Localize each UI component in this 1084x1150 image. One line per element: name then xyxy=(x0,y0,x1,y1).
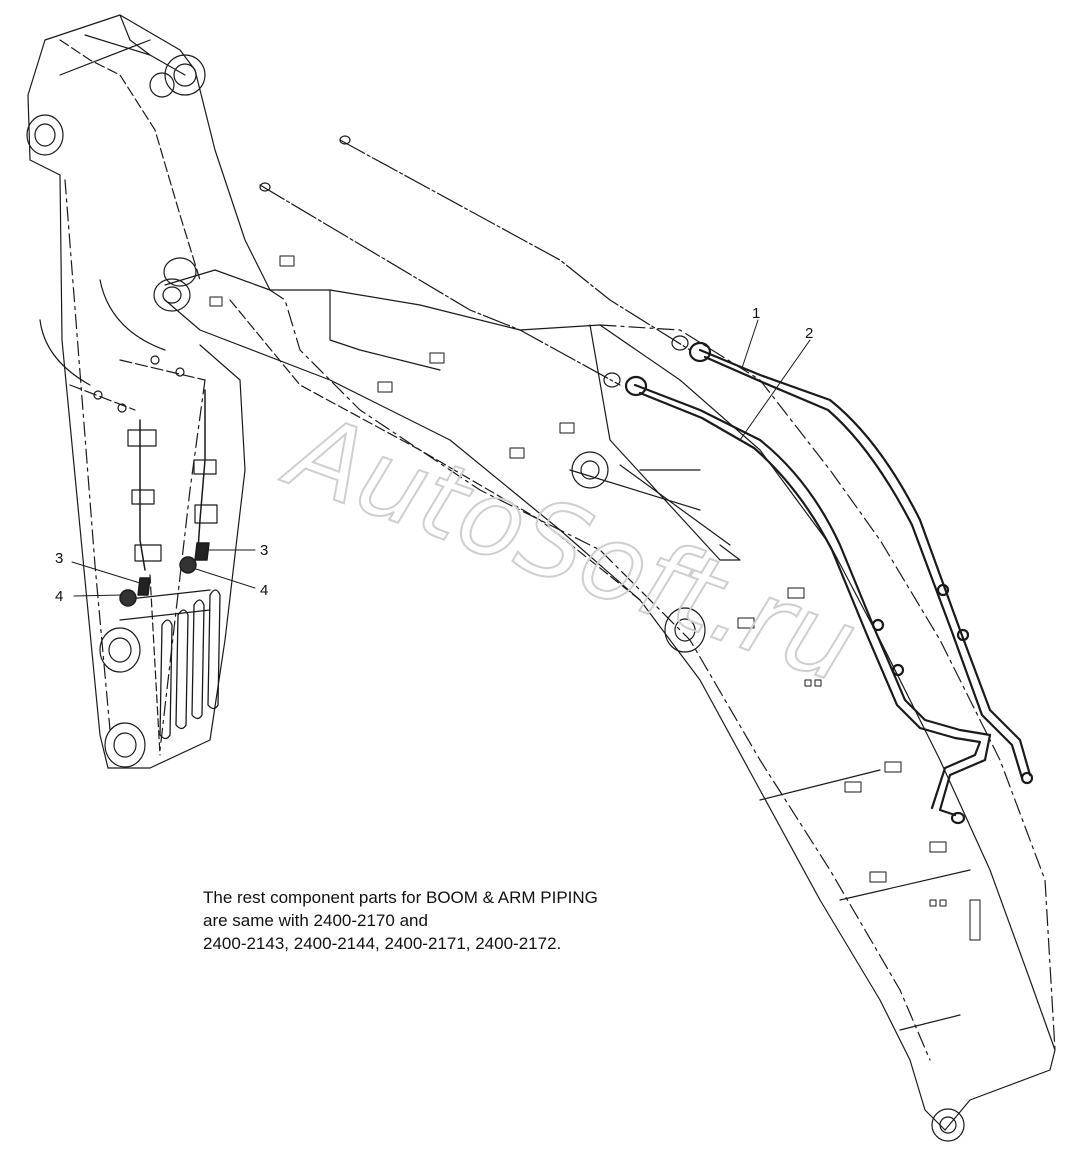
boom-pin-bosses xyxy=(26,54,206,768)
callout-1: 1 xyxy=(752,305,760,322)
callout-4-right: 4 xyxy=(260,582,268,599)
arm-pin-bosses xyxy=(153,257,965,1142)
callout-labels: 1 2 3 4 3 4 xyxy=(55,305,813,605)
callout-4-left: 4 xyxy=(55,588,63,605)
watermark: AutoSoft.ru xyxy=(270,388,872,707)
leader-lines xyxy=(71,319,811,597)
callout-2: 2 xyxy=(805,325,813,342)
arm-outline xyxy=(164,269,1056,1131)
fittings-left xyxy=(119,542,210,607)
boom-vent-slots xyxy=(159,589,221,740)
note-line-2: are same with 2400-2170 and xyxy=(203,911,428,930)
note-line-3: 2400-2143, 2400-2144, 2400-2171, 2400-21… xyxy=(203,934,562,953)
note-line-1: The rest component parts for BOOM & ARM … xyxy=(203,888,598,907)
pipe-2 xyxy=(624,375,992,825)
note-text: The rest component parts for BOOM & ARM … xyxy=(203,886,703,955)
pipe-1 xyxy=(688,341,1034,785)
pipe-clamps xyxy=(209,255,981,941)
upper-lines xyxy=(259,135,691,388)
boom-hoses xyxy=(69,355,218,571)
callout-3-left: 3 xyxy=(55,550,63,567)
callout-3-right: 3 xyxy=(260,542,268,559)
boom-outline xyxy=(27,14,271,769)
